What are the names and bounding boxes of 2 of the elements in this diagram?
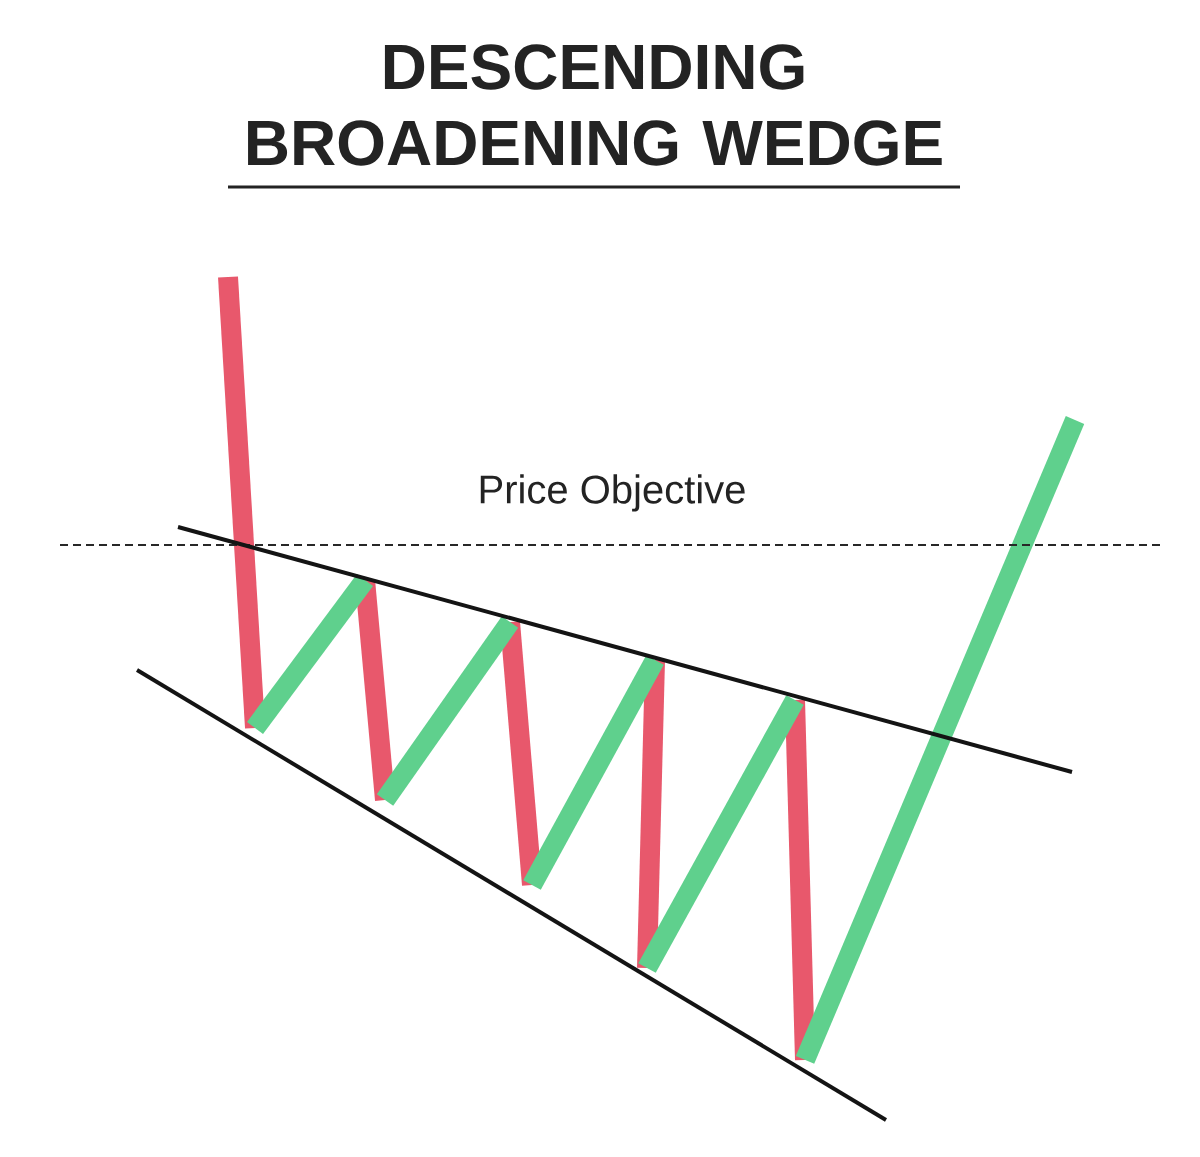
title: DESCENDING BROADENING WEDGE: [248, 44, 942, 166]
chart-label: Price Objective: [480, 474, 745, 512]
